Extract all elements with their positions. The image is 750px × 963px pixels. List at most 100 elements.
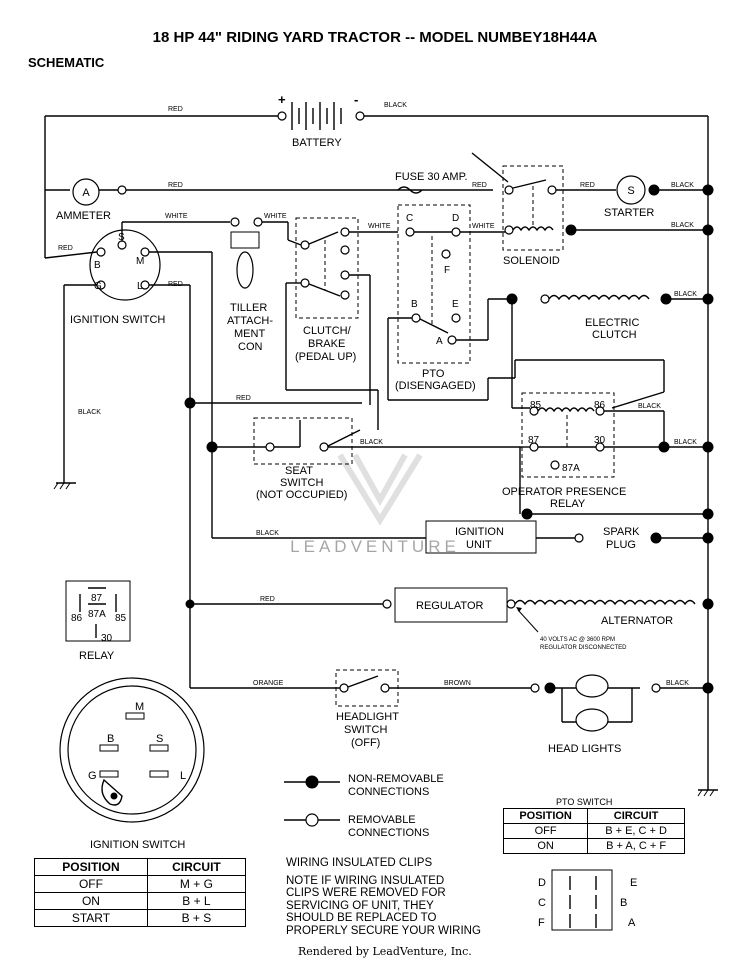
wire-black-ground: BLACK [78, 409, 101, 416]
pto-label-2: (DISENGAGED) [395, 380, 476, 392]
pto-terminal-d: D [452, 213, 459, 224]
pto-terminal-f: F [444, 265, 450, 276]
electric-clutch-coil [548, 294, 650, 301]
spark-plug-label-1: SPARK [603, 526, 640, 538]
clips-note: WIRING INSULATED CLIPS NOTE IF WIRING IN… [286, 857, 481, 937]
pto-detail-b: B [620, 897, 627, 909]
pto-table-caption: PTO SWITCH [556, 797, 612, 807]
legend-nonremovable-2: CONNECTIONS [348, 786, 429, 798]
starter-symbol: S [627, 185, 634, 197]
wire-black-headlight: BLACK [666, 680, 689, 687]
ign-detail-l: L [180, 770, 186, 782]
pto-box [397, 204, 471, 364]
seat-switch-box [253, 417, 353, 465]
pto-table-cell: OFF [502, 823, 589, 839]
wire-brown: BROWN [444, 680, 471, 687]
pto-table-header-position: POSITION [502, 808, 589, 824]
headlight-switch-label-3: (OFF) [351, 737, 380, 749]
relay-terminal-86: 86 [594, 400, 606, 411]
tiller-connector [230, 231, 260, 249]
pto-terminal-c: C [406, 213, 413, 224]
pto-detail-f: F [538, 917, 545, 929]
headlight-switch-label-2: SWITCH [344, 724, 387, 736]
fuse [397, 186, 423, 194]
ignition-switch-table: POSITION CIRCUIT OFF M + G ON B + L STAR… [34, 858, 247, 927]
wire-black-relay: BLACK [638, 403, 661, 410]
relay-detail-87: 87 [91, 593, 103, 604]
wire-black-clutch: BLACK [674, 291, 697, 298]
pto-detail-a: A [628, 917, 636, 929]
clips-note-line: SHOULD BE REPLACED TO [286, 912, 437, 924]
pto-terminal-a: A [436, 336, 443, 347]
ignition-switch-label: IGNITION SWITCH [70, 314, 165, 326]
clips-note-heading: WIRING INSULATED CLIPS [286, 857, 433, 869]
wire-white-clutch: WHITE [368, 223, 391, 230]
wire-black-ignunit: BLACK [256, 530, 279, 537]
clutch-label-3: (PEDAL UP) [295, 351, 356, 363]
ign-detail-g: G [88, 770, 97, 782]
headlight-switch-label-1: HEADLIGHT [336, 711, 399, 723]
pto-terminal-b: B [411, 299, 418, 310]
head-light-1 [575, 674, 609, 698]
relay-detail [65, 580, 131, 642]
ign-table-cell: OFF [34, 875, 148, 893]
relay-terminal-85: 85 [530, 400, 542, 411]
relay-detail-87a: 87A [88, 609, 106, 620]
pto-detail-e: E [630, 877, 637, 889]
ign-table-cell: B + L [146, 892, 247, 910]
relay-label-2: RELAY [550, 498, 586, 510]
alternator-label: ALTERNATOR [601, 615, 673, 627]
head-light-2 [575, 708, 609, 732]
wire-white-tiller2: WHITE [264, 213, 287, 220]
wire-black-battery: BLACK [384, 102, 407, 109]
wire-white-pto: WHITE [472, 223, 495, 230]
battery-plus: + [278, 92, 286, 107]
wire-black-solenoid: BLACK [671, 222, 694, 229]
pto-table-cell: ON [502, 838, 589, 854]
pto-detail-d: D [538, 877, 546, 889]
pto-table-cell: B + A, C + F [587, 838, 685, 854]
wire-red-ammeter: RED [168, 182, 183, 189]
relay-detail-86: 86 [71, 613, 83, 624]
watermark-text: LEADVENTURE [290, 537, 460, 556]
ign-terminal-b: B [94, 260, 101, 271]
relay-detail-30: 30 [101, 633, 113, 644]
fuse-label: FUSE 30 AMP. [395, 171, 468, 183]
ignition-unit-label-2: UNIT [466, 539, 492, 551]
solenoid-box [502, 165, 564, 251]
wire-red-l: RED [168, 281, 183, 288]
seat-label-1: SEAT [285, 465, 313, 477]
ign-table-header-circuit: CIRCUIT [146, 858, 247, 876]
relay-terminal-87a: 87A [562, 463, 580, 474]
wire-red-battery: RED [168, 106, 183, 113]
relay-detail-85: 85 [115, 613, 127, 624]
legend-removable-1: REMOVABLE [348, 814, 416, 826]
ammeter [72, 178, 100, 206]
ign-table-cell: START [34, 909, 148, 927]
wire-red-reg: RED [260, 596, 275, 603]
clips-note-line: CLIPS WERE REMOVED FOR [286, 887, 446, 899]
ign-table-header-position: POSITION [34, 858, 148, 876]
wire-black-relay2: BLACK [674, 439, 697, 446]
ignition-unit [425, 520, 537, 554]
pto-terminal-e: E [452, 299, 459, 310]
relay-detail-label: RELAY [79, 650, 115, 662]
ammeter-label: AMMETER [56, 210, 111, 222]
pto-table-header-circuit: CIRCUIT [587, 808, 685, 824]
footer-credit: Rendered by LeadVenture, Inc. [298, 945, 472, 958]
tiller-label-3: MENT [234, 328, 265, 340]
regulator-label: REGULATOR [416, 600, 483, 612]
page-title: 18 HP 44" RIDING YARD TRACTOR -- MODEL N… [153, 29, 598, 46]
clutch-label-1: CLUTCH/ [303, 325, 352, 337]
clips-note-line: NOTE IF WIRING INSULATED [286, 874, 445, 887]
wire-white-tiller: WHITE [165, 213, 188, 220]
ign-terminal-l: L [137, 281, 143, 292]
solenoid-coil [512, 226, 554, 232]
legend-removable-2: CONNECTIONS [348, 827, 429, 839]
ign-detail-b: B [107, 733, 114, 745]
alternator-coil [514, 599, 696, 606]
head-lights-label: HEAD LIGHTS [548, 743, 621, 755]
alt-note-2: REGULATOR DISCONNECTED [540, 645, 627, 651]
starter-label: STARTER [604, 207, 654, 219]
ign-detail-label: IGNITION SWITCH [90, 839, 185, 851]
